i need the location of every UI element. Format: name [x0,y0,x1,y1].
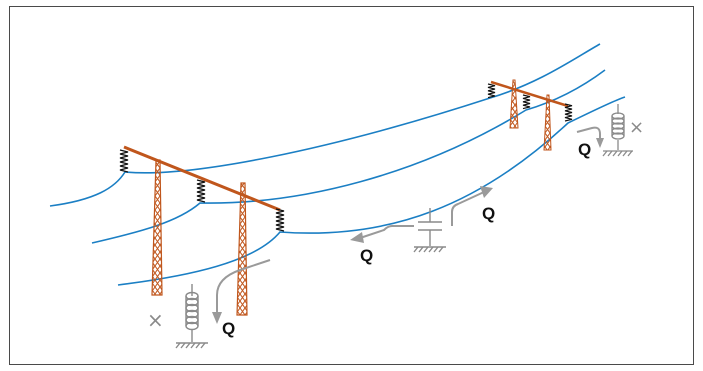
disconnect-x-icon: × [629,117,644,138]
q-label-left-bottom: Q [222,319,235,338]
insulator-icon [522,94,531,110]
arrow-icon [350,225,414,243]
conductor-bottom [117,96,626,286]
ground-icon [602,150,633,157]
reactor-coil-icon [185,291,199,331]
conductors [49,43,626,286]
arrow-icon [576,126,604,148]
left-tower-body-1 [151,159,163,296]
right-tower [487,79,573,151]
capacitor-bank [413,208,446,253]
reactor-coil-icon [611,112,625,140]
conductor-top [49,43,601,207]
right-tower-body-2 [543,94,552,151]
insulator-icon [275,208,285,232]
disconnect-x-icon: × [147,308,164,332]
right-reactor [602,104,633,157]
insulator-icon [564,103,573,122]
q-label-mid-left: Q [360,246,373,265]
ground-icon [413,246,446,253]
arrow-icon [451,186,493,226]
capacitor-icon [418,221,442,231]
q-label-right-top: Q [578,140,591,159]
insulator-icon [196,179,206,203]
insulator-icon [119,149,129,173]
diagram-frame [9,6,694,365]
ground-icon [175,342,208,349]
insulator-icon [487,83,496,99]
right-tower-crossarm [490,80,569,108]
left-tower-crossarm [123,145,281,212]
right-tower-body-1 [509,79,519,129]
arrow-icon [212,259,271,324]
q-label-mid-right: Q [482,204,495,223]
conductor-middle [91,69,606,244]
left-reactor [175,284,208,349]
